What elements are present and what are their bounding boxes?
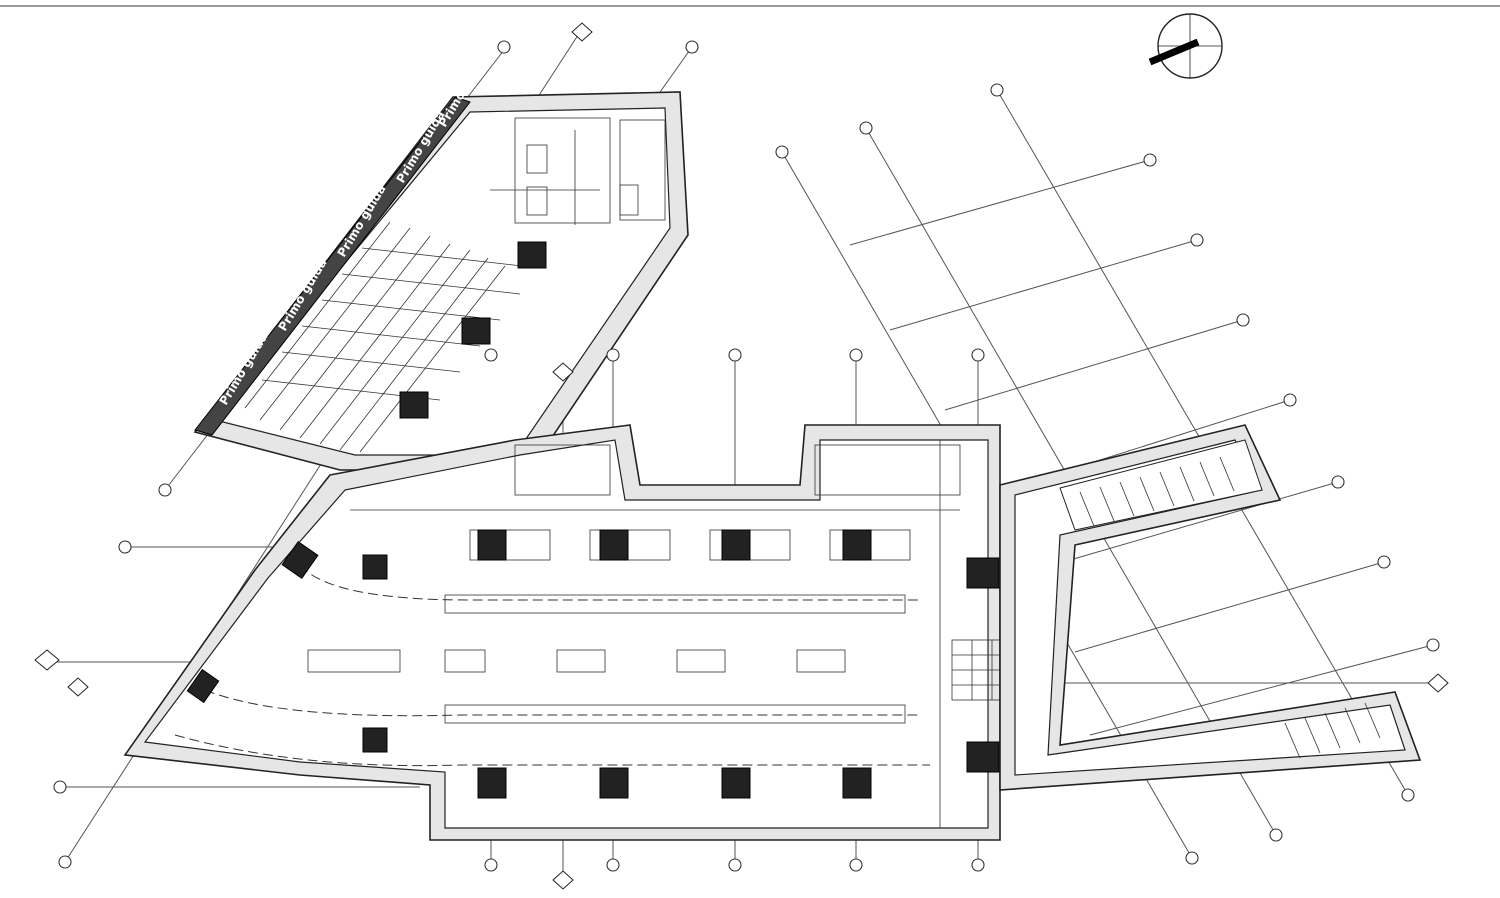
grid-bubble-icon — [1331, 475, 1345, 489]
main-hall — [123, 424, 1013, 841]
column-icon — [721, 529, 751, 561]
section-markers — [34, 22, 1449, 890]
grid-bubble-icon — [58, 855, 72, 869]
grid-bubble-icon — [158, 483, 172, 497]
grid-bubble-icon — [775, 145, 789, 159]
column-icon — [842, 767, 872, 799]
grid-bubbles — [53, 40, 1440, 872]
column-icon — [477, 767, 507, 799]
grid-bubble-icon — [990, 83, 1004, 97]
east-wing — [999, 424, 1422, 791]
grid-bubble-icon — [1185, 851, 1199, 865]
section-marker-icon — [552, 870, 574, 890]
column-icon — [966, 557, 1000, 589]
section-marker-icon — [34, 649, 60, 671]
north-arrow-icon — [1148, 13, 1223, 79]
column-icon — [599, 767, 629, 799]
section-marker-icon — [1427, 673, 1449, 693]
grid-bubble-icon — [53, 780, 67, 794]
column-icon — [842, 529, 872, 561]
grid-bubble-icon — [1143, 153, 1157, 167]
grid-bubble-icon — [728, 858, 742, 872]
grid-bubble-icon — [606, 858, 620, 872]
grid-bubble-icon — [728, 348, 742, 362]
grid-bubble-icon — [484, 858, 498, 872]
column-icon — [362, 554, 388, 580]
section-marker-icon — [552, 362, 574, 382]
grid-bubble-icon — [849, 858, 863, 872]
grid-bubble-icon — [849, 348, 863, 362]
column-icon — [362, 727, 388, 753]
grid-bubble-icon — [606, 348, 620, 362]
grid-bubble-icon — [1401, 788, 1415, 802]
column-icon — [599, 529, 629, 561]
grid-bubble-icon — [1190, 233, 1204, 247]
column-icon — [517, 241, 547, 269]
grid-bubble-icon — [484, 348, 498, 362]
column-icon — [966, 741, 1000, 773]
column-icon — [477, 529, 507, 561]
grid-bubble-icon — [685, 40, 699, 54]
section-marker-icon — [571, 22, 593, 42]
column-icon — [186, 668, 220, 704]
grid-bubble-icon — [118, 540, 132, 554]
grid-bubble-icon — [1426, 638, 1440, 652]
grid-bubble-icon — [1283, 393, 1297, 407]
parking-stalls — [244, 221, 541, 453]
grid-bubble-icon — [1377, 555, 1391, 569]
grid-bubble-icon — [497, 40, 511, 54]
section-marker-icon — [67, 677, 89, 697]
grid-bubble-icon — [1269, 828, 1283, 842]
grid-bubble-icon — [971, 348, 985, 362]
grid-bubble-icon — [859, 121, 873, 135]
column-icon — [721, 767, 751, 799]
grid-bubble-icon — [971, 858, 985, 872]
column-icon — [281, 540, 319, 580]
grid-bubble-icon — [1236, 313, 1250, 327]
column-icon — [461, 317, 491, 345]
column-icon — [399, 391, 429, 419]
